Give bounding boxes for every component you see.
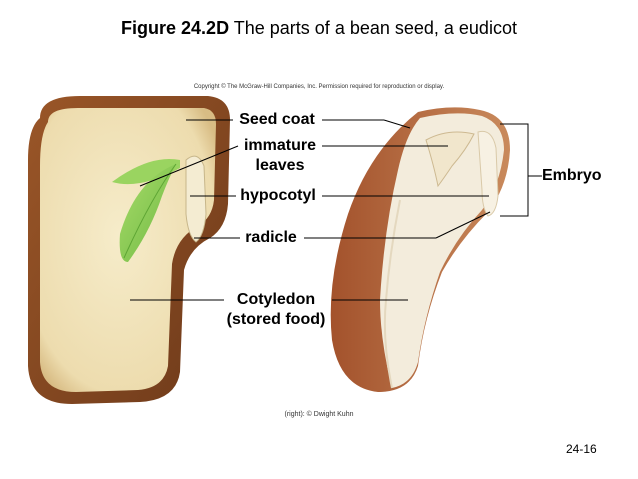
figure-number: Figure 24.2D	[121, 18, 230, 38]
figure-title: Figure 24.2D The parts of a bean seed, a…	[0, 18, 638, 39]
photographed-bean-seed	[330, 107, 510, 392]
leader-seed-coat-right-diag	[383, 119, 411, 129]
label-hypocotyl: hypocotyl	[240, 187, 316, 204]
label-radicle: radicle	[245, 229, 297, 246]
label-immature-leaves-line2: leaves	[255, 157, 305, 174]
page-number: 24-16	[566, 442, 597, 456]
label-cotyledon: Cotyledon (stored food)	[214, 290, 338, 330]
label-embryo: Embryo	[542, 167, 602, 184]
hypocotyl-drawing	[185, 155, 207, 243]
embryo-bracket	[500, 123, 529, 217]
photo-credit: (right): © Dwight Kuhn	[284, 411, 354, 418]
copyright-notice: Copyright © The McGraw-Hill Companies, I…	[193, 84, 445, 90]
leader-lines	[130, 119, 542, 301]
label-cotyledon-line1: Cotyledon	[236, 291, 316, 308]
figure-caption: The parts of a bean seed, a eudicot	[233, 18, 517, 38]
photo-cotyledon	[380, 113, 504, 388]
leader-radicle-right-diag	[435, 211, 491, 239]
label-immature-leaves: immature leaves	[234, 136, 326, 176]
photo-hypocotyl	[477, 130, 499, 217]
leader-immature-leaves-left	[139, 145, 239, 187]
label-cotyledon-line2: (stored food)	[226, 311, 326, 328]
label-immature-leaves-line1: immature	[243, 137, 317, 154]
drawn-bean-seed	[28, 96, 230, 404]
immature-leaf-back	[112, 158, 180, 185]
label-seed-coat: Seed coat	[239, 111, 315, 128]
